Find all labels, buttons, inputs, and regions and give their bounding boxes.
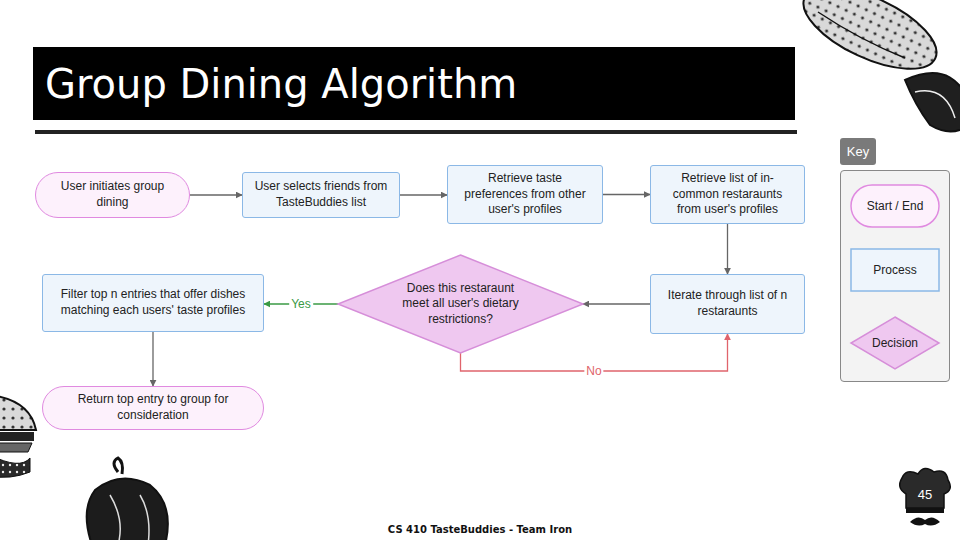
flow-arrow <box>583 303 650 304</box>
process-box: User selects friends from TasteBuddies l… <box>242 172 400 218</box>
node-text: Return top entry to group for considerat… <box>53 392 253 423</box>
legend-text: Decision <box>872 336 918 350</box>
node-text: User initiates group dining <box>46 179 179 210</box>
footer-text: CS 410 TasteBuddies - Team Iron <box>330 524 630 538</box>
node-text: Filter top n entries that offer dishes m… <box>53 287 253 318</box>
decision-diamond: Does this restaraunt meet all user's die… <box>338 255 583 353</box>
slide-number: 45 <box>906 483 944 505</box>
process-box: Retrieve taste preferences from other us… <box>447 165 603 224</box>
start-end-node: Return top entry to group for considerat… <box>42 386 264 430</box>
legend-text: Process <box>873 263 916 277</box>
process-box: Iterate through list of n restaraunts <box>650 274 805 334</box>
pepper-illustration <box>87 458 168 540</box>
node-text: Iterate through list of n restaraunts <box>661 288 794 319</box>
edge-label: Yes <box>289 297 313 311</box>
node-text: User selects friends from TasteBuddies l… <box>253 179 389 210</box>
flow-arrow <box>603 194 650 195</box>
edge-label: No <box>584 364 603 378</box>
start-end-node: User initiates group dining <box>35 172 190 218</box>
node-text: Does this restaraunt meet all user's die… <box>394 281 527 328</box>
flow-arrow <box>190 194 242 195</box>
bread-illustration <box>792 0 960 131</box>
node-text: Retrieve taste preferences from other us… <box>458 171 592 218</box>
process-box: Retrieve list of in-common restaraunts f… <box>650 165 805 224</box>
process-box: Filter top n entries that offer dishes m… <box>42 274 264 332</box>
burger-illustration <box>0 395 36 477</box>
legend-entry: Decision <box>851 317 939 369</box>
chef-icon <box>900 468 951 525</box>
flow-arrow <box>400 194 447 195</box>
legend-entry: Process <box>851 249 939 291</box>
flow-arrow <box>727 224 728 274</box>
slide-title: Group Dining Algorithm <box>33 47 795 120</box>
legend-entry: Start / End <box>851 185 939 227</box>
legend-panel: Start / EndProcessDecision <box>840 170 950 382</box>
node-text: Retrieve list of in-common restaraunts f… <box>661 171 794 218</box>
legend-text: Start / End <box>867 199 924 213</box>
legend-heading: Key <box>840 138 876 165</box>
flow-arrow <box>152 332 153 386</box>
title-rule <box>35 130 797 134</box>
